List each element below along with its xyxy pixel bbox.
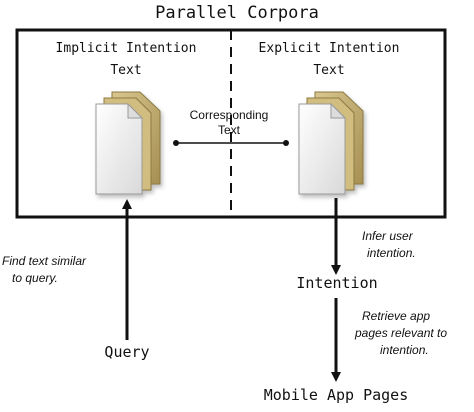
find-text-note-line-2: to query. — [12, 271, 58, 285]
retrieve-note-line-1: Retrieve app — [362, 309, 430, 323]
query-node: Query — [104, 343, 149, 361]
infer-user-note-line-1: Infer user — [362, 229, 414, 243]
mobile-app-pages-node: Mobile App Pages — [264, 386, 409, 404]
retrieve-note-line-3: intention. — [380, 343, 429, 357]
corresponding-label: Corresponding — [190, 108, 269, 122]
document-stack-icon — [298, 91, 364, 195]
retrieve-note-line-2: pages relevant to — [354, 326, 447, 340]
corresponding-text-label: Text — [218, 123, 241, 137]
diagram-title: Parallel Corpora — [155, 3, 319, 23]
connector-right-dot — [283, 140, 289, 146]
explicit-intention-label: Explicit Intention — [259, 41, 400, 56]
implicit-intention-label: Implicit Intention — [56, 41, 197, 56]
document-stack-icon — [95, 91, 161, 195]
connector-left-dot — [173, 140, 179, 146]
implicit-text-label: Text — [110, 63, 141, 78]
intention-node: Intention — [296, 274, 377, 292]
infer-user-note-line-2: intention. — [367, 246, 416, 260]
explicit-text-label: Text — [313, 63, 344, 78]
find-text-note-line-1: Find text similar — [2, 254, 87, 268]
